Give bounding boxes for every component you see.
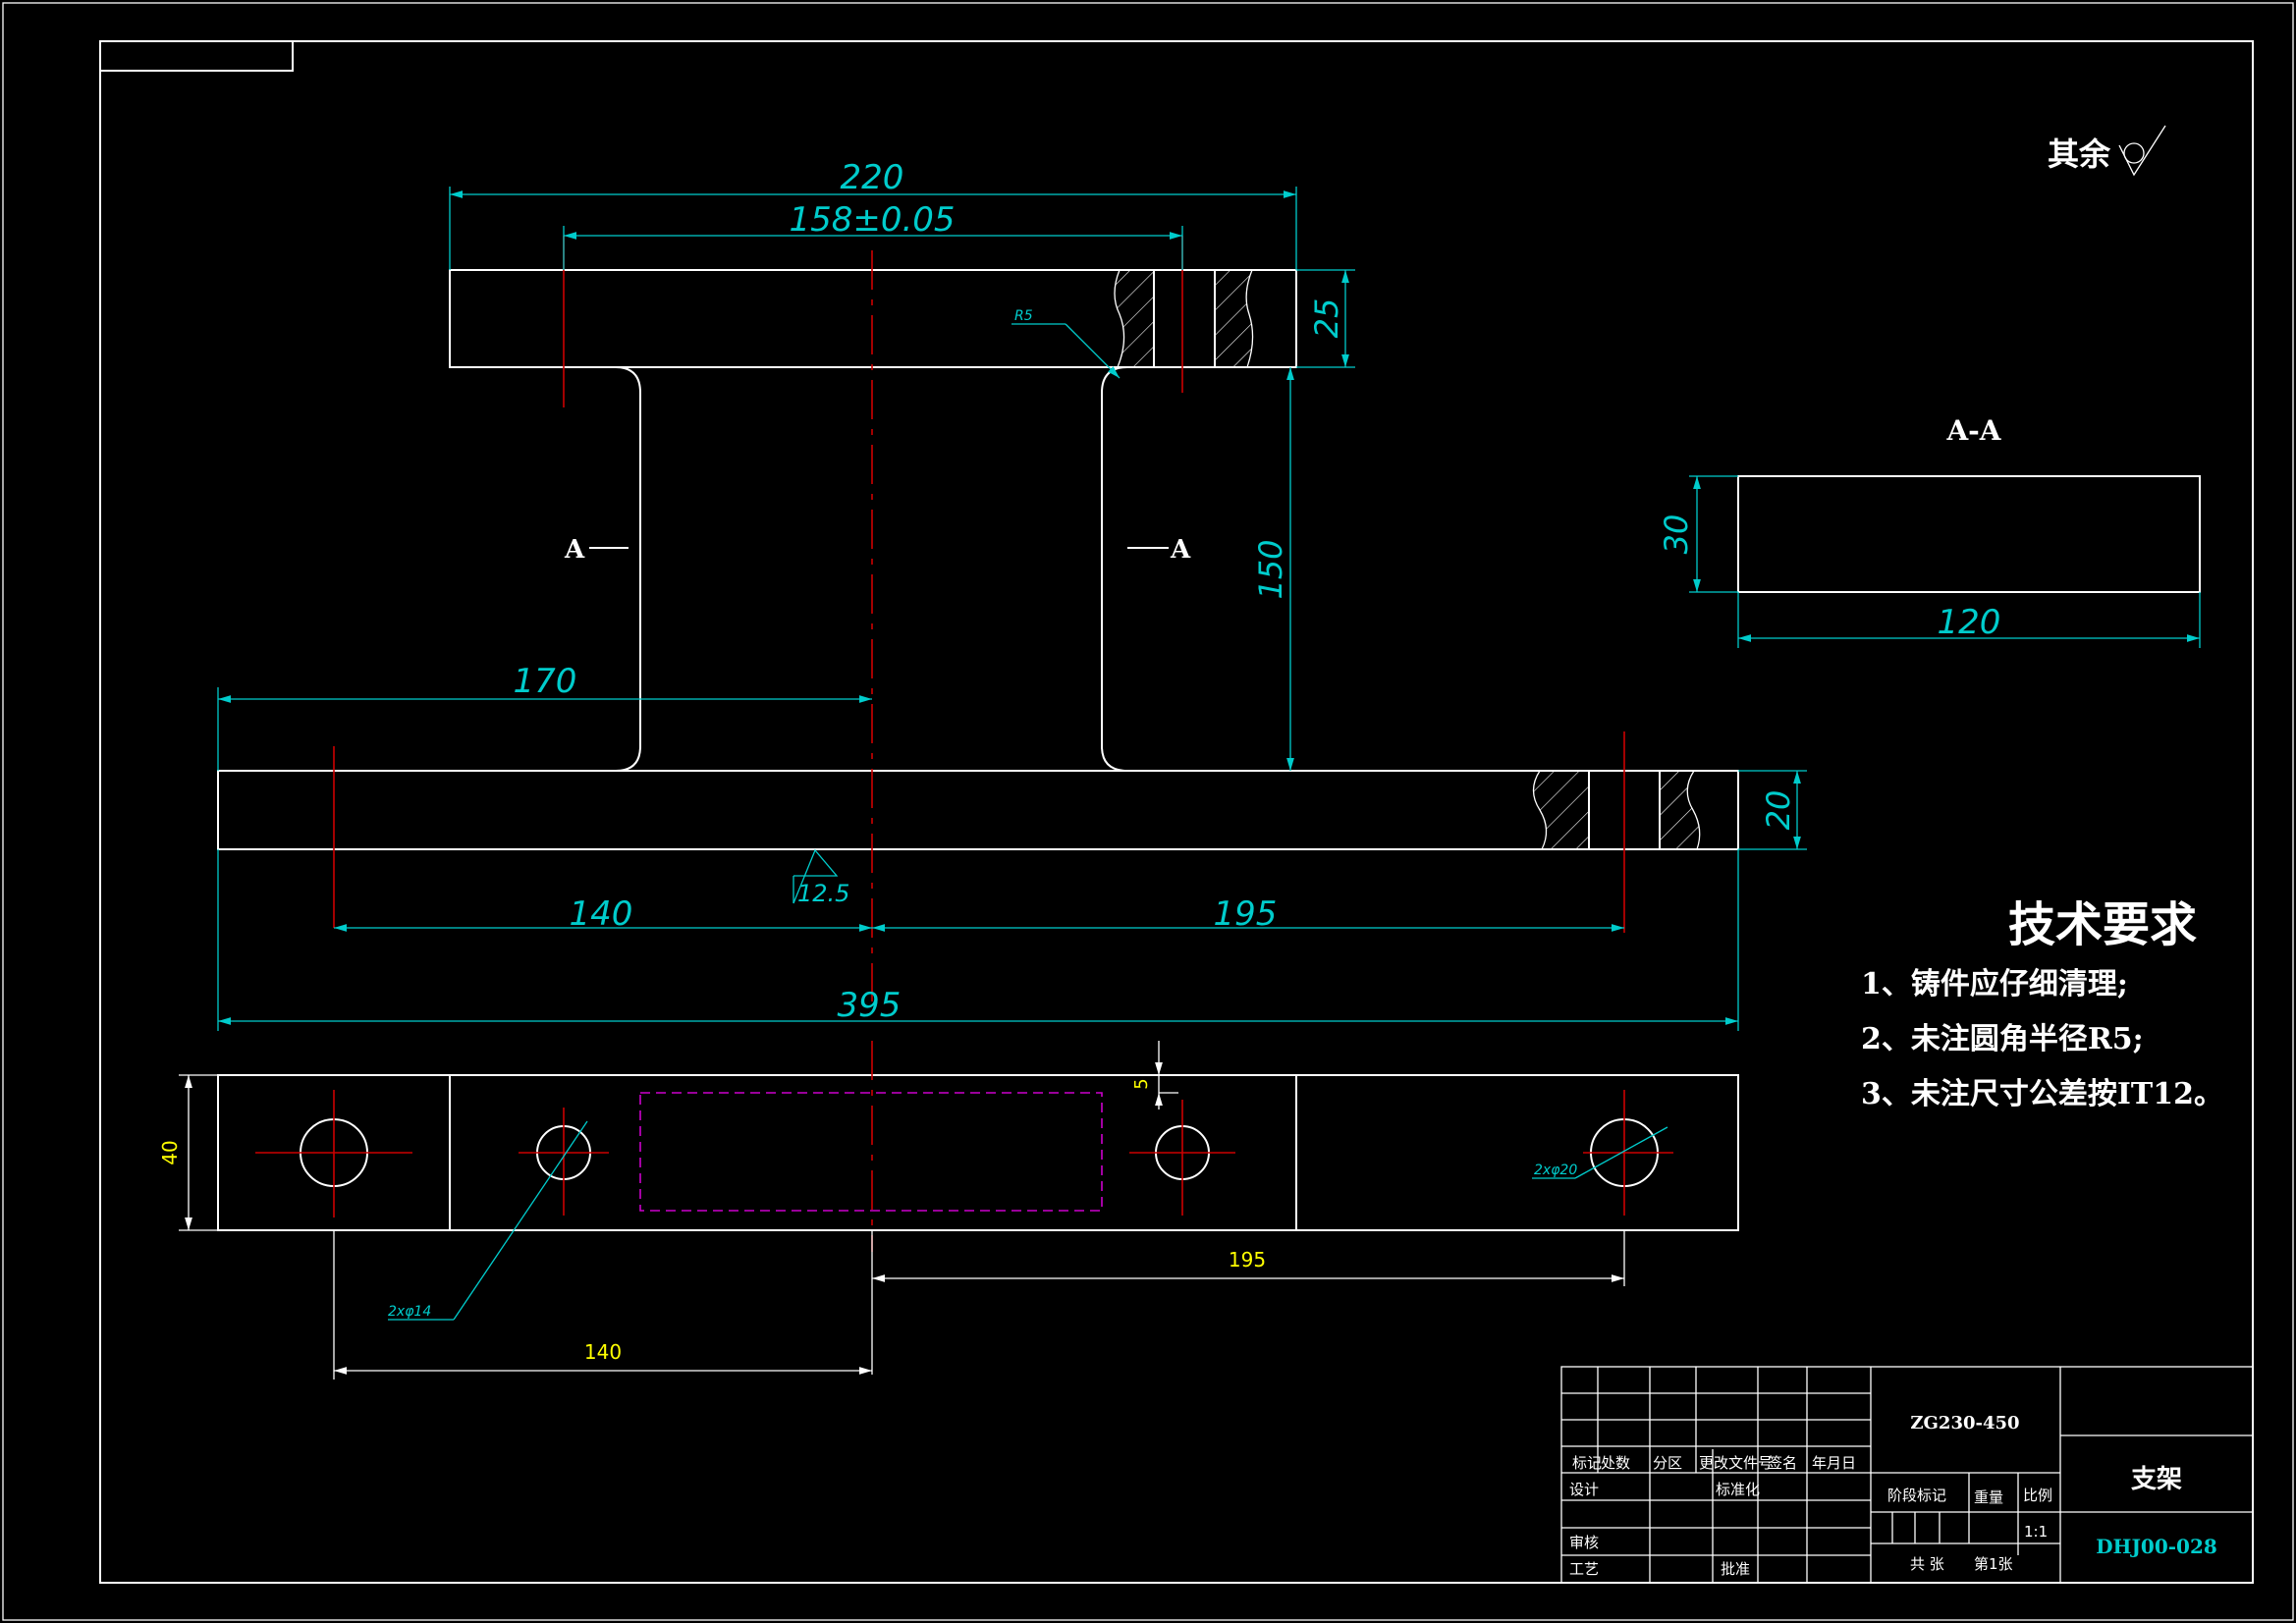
top-view	[217, 1041, 1739, 1252]
roughness-12-5: 12.5	[793, 848, 849, 907]
inner-border	[99, 40, 2254, 1584]
tb-review: 审核	[1569, 1534, 1599, 1551]
roughness-symbol-icon	[2118, 125, 2166, 177]
hole-callout-20: 2xφ20	[1532, 1126, 1668, 1179]
section-mark-right: A	[1170, 535, 1191, 565]
tech-req-item-2: 2、未注圆角半径R5;	[1861, 1022, 2144, 1056]
tb-header-mark: 标记	[1572, 1454, 1602, 1472]
hole-small-left	[519, 1108, 609, 1216]
tb-weight: 重量	[1974, 1488, 2003, 1506]
svg-text:12.5: 12.5	[797, 880, 849, 907]
tb-design: 设计	[1569, 1481, 1599, 1498]
tb-process: 工艺	[1569, 1560, 1599, 1578]
tb-stage: 阶段标记	[1887, 1487, 1946, 1504]
title-block	[1560, 1366, 2254, 1584]
tb-approve: 批准	[1721, 1560, 1750, 1578]
tb-total-sheets: 共 张	[1910, 1555, 1944, 1573]
dim-158: 158±0.05	[563, 200, 1183, 270]
bottom-break-left	[1533, 771, 1589, 849]
dim-395: 395	[217, 849, 1739, 1031]
tb-scale: 1:1	[2024, 1523, 2048, 1541]
dim-140: 140	[334, 894, 872, 934]
front-view	[217, 236, 1739, 1001]
svg-text:2xφ14: 2xφ14	[388, 1304, 431, 1320]
dim-170: 170	[217, 662, 872, 771]
svg-text:150: 150	[1252, 539, 1289, 599]
tb-standard: 标准化	[1716, 1481, 1760, 1498]
web-right-edge	[1101, 366, 1128, 772]
svg-text:R5: R5	[1014, 308, 1033, 324]
dim-120: 120	[1737, 592, 2201, 648]
roughness-label: 其余	[2048, 135, 2111, 173]
svg-text:158±0.05: 158±0.05	[789, 200, 955, 240]
tech-req-title: 技术要求	[2008, 897, 2197, 952]
tb-sheet-no: 第1张	[1974, 1555, 2013, 1573]
tb-header-sign: 签名	[1768, 1454, 1797, 1472]
svg-text:40: 40	[158, 1140, 182, 1164]
section-a-a	[1737, 475, 2201, 593]
svg-text:2xφ20: 2xφ20	[1534, 1163, 1577, 1178]
dim-20: 20	[1738, 770, 1807, 850]
hidden-web-outline	[639, 1092, 1103, 1212]
svg-text:25: 25	[1308, 298, 1345, 339]
svg-text:140: 140	[570, 894, 633, 934]
dim-5: 5	[1131, 1041, 1178, 1109]
web-left-edge	[615, 366, 641, 772]
svg-text:5: 5	[1131, 1078, 1152, 1089]
bottom-break-right	[1660, 771, 1700, 849]
tb-part-name: 支架	[2131, 1465, 2182, 1494]
tech-req-item-1: 1、铸件应仔细清理;	[1861, 967, 2128, 1001]
hole-small-right	[1129, 1100, 1235, 1216]
dim-220: 220	[449, 158, 1297, 270]
svg-text:220: 220	[841, 158, 904, 197]
top-break-left	[1115, 270, 1154, 367]
hole-large-right	[1583, 1090, 1673, 1216]
tb-header-change-doc: 更改文件号	[1699, 1454, 1773, 1472]
dim-40: 40	[158, 1074, 218, 1231]
svg-text:395: 395	[838, 986, 902, 1025]
tb-header-count: 处数	[1601, 1454, 1630, 1472]
svg-text:170: 170	[514, 662, 577, 701]
svg-text:20: 20	[1760, 790, 1797, 831]
svg-text:195: 195	[1229, 1248, 1266, 1271]
top-break-right	[1215, 270, 1253, 367]
tb-header-zone: 分区	[1653, 1454, 1682, 1472]
hole-large-left	[255, 1090, 412, 1217]
section-title: A-A	[1945, 414, 2001, 447]
tb-ratio: 比例	[2023, 1487, 2052, 1504]
tech-req-item-3: 3、未注尺寸公差按IT12。	[1861, 1077, 2223, 1111]
dim-30: 30	[1658, 475, 1738, 593]
section-mark-left: A	[564, 535, 585, 565]
dim-25: 25	[1296, 269, 1355, 368]
tb-header-date: 年月日	[1812, 1454, 1856, 1472]
top-flange	[449, 269, 1297, 368]
svg-text:195: 195	[1214, 894, 1278, 934]
tb-drawing-no: DHJ00-028	[2096, 1535, 2217, 1558]
svg-text:120: 120	[1938, 603, 2001, 642]
svg-text:140: 140	[584, 1340, 622, 1364]
dim-r5: R5	[1011, 308, 1121, 379]
dim-195: 195	[872, 894, 1624, 934]
dim-bottom-195: 195	[871, 1230, 1625, 1375]
top-view-outline	[217, 1074, 1739, 1231]
dim-150: 150	[1252, 367, 1294, 771]
bottom-flange	[217, 770, 1739, 850]
tb-material: ZG230-450	[1910, 1413, 2019, 1434]
corner-box	[99, 40, 294, 72]
dim-bottom-140: 140	[333, 1230, 872, 1380]
hole-callout-14: 2xφ14	[388, 1120, 588, 1321]
svg-text:30: 30	[1658, 514, 1695, 555]
